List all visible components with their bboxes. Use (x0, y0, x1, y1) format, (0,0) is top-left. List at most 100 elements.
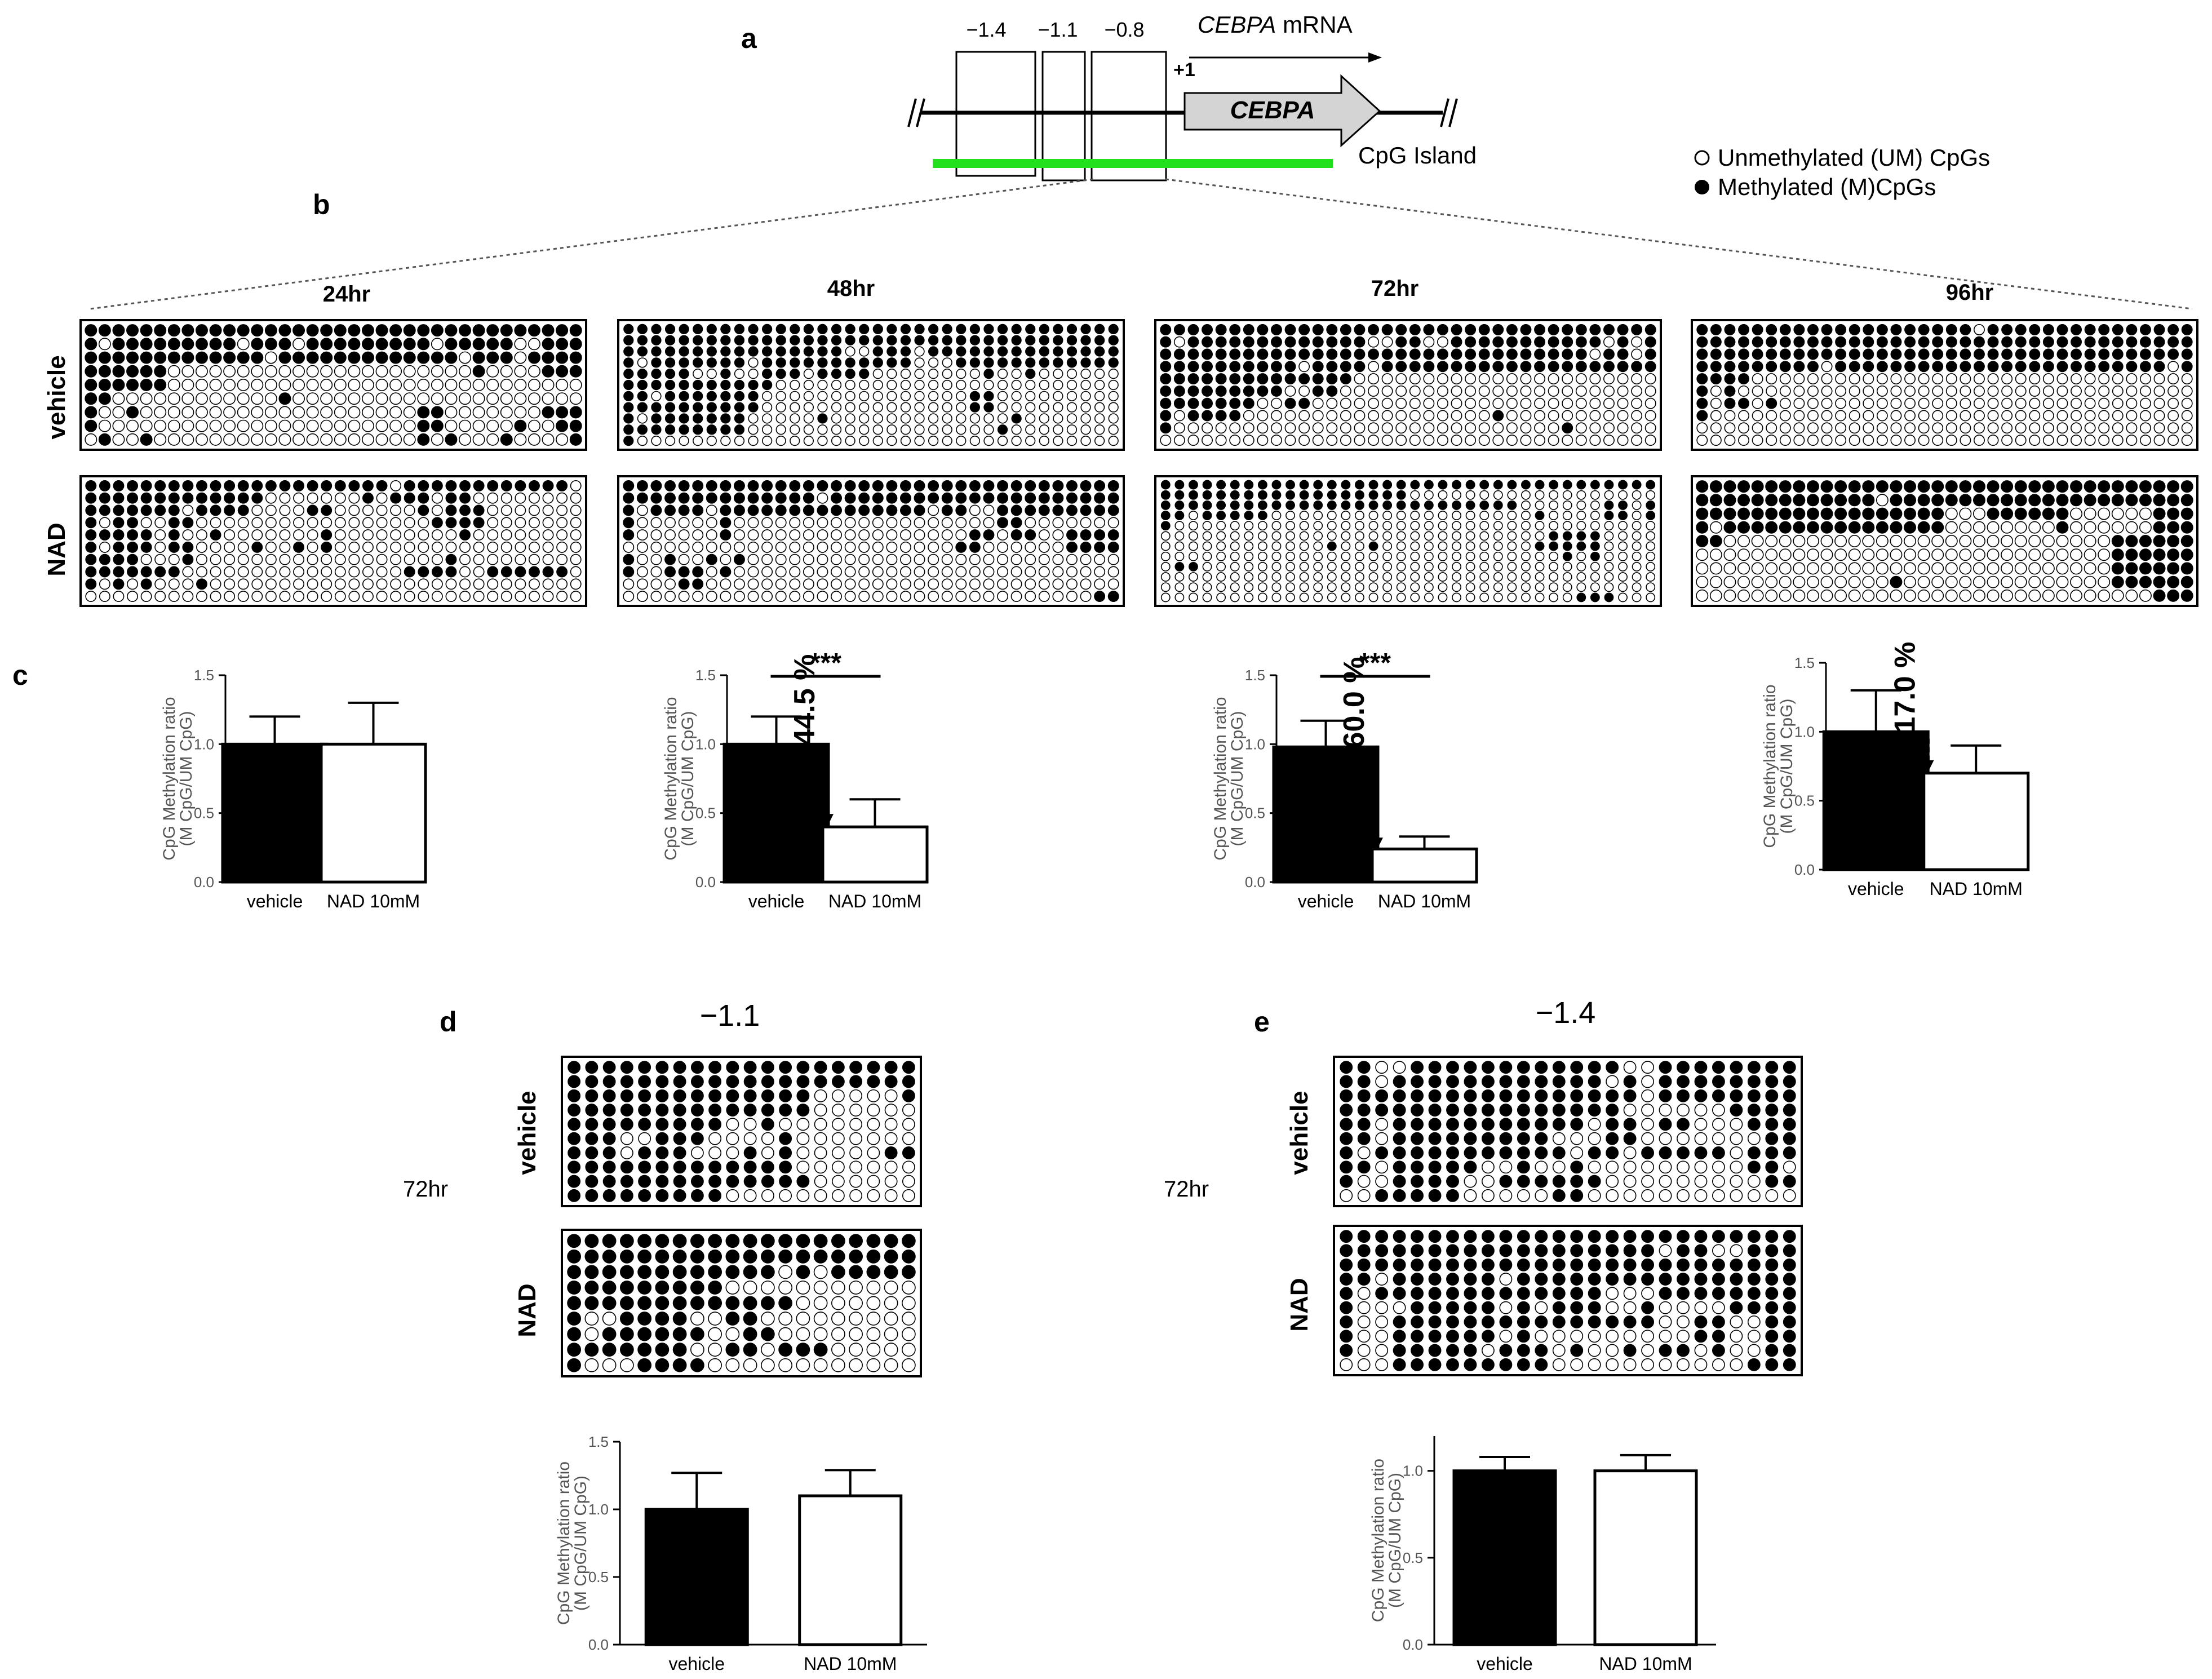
methylated-cpg (1326, 385, 1338, 397)
unmethylated-cpg (1025, 379, 1036, 391)
grid-e-nad (1333, 1225, 1803, 1376)
unmethylated-cpg (849, 1160, 863, 1174)
unmethylated-cpg (1493, 511, 1503, 521)
methylated-cpg (706, 391, 717, 401)
unmethylated-cpg (928, 517, 939, 529)
unmethylated-cpg (1960, 435, 1971, 446)
unmethylated-cpg (223, 406, 236, 419)
unmethylated-cpg (884, 1281, 898, 1295)
grid-dots (1340, 1061, 1796, 1202)
methylated-cpg (569, 365, 582, 378)
unmethylated-cpg (1202, 582, 1212, 592)
methylated-cpg (1355, 500, 1364, 510)
methylated-cpg (85, 365, 97, 378)
unmethylated-cpg (859, 402, 870, 413)
methylated-cpg (803, 480, 814, 491)
unmethylated-cpg (168, 578, 180, 590)
unmethylated-cpg (1393, 1061, 1406, 1074)
unmethylated-cpg (1641, 1344, 1655, 1357)
methylated-cpg (1464, 1230, 1477, 1243)
methylated-cpg (743, 1146, 757, 1159)
methylated-cpg (1562, 324, 1573, 335)
unmethylated-cpg (293, 553, 304, 565)
methylated-cpg (1438, 480, 1448, 490)
methylated-cpg (2167, 535, 2180, 547)
methylated-cpg (638, 1104, 651, 1117)
methylated-cpg (1094, 504, 1106, 516)
unmethylated-cpg (209, 406, 222, 419)
methylated-cpg (567, 1296, 581, 1310)
methylated-cpg (743, 1075, 757, 1088)
methylated-cpg (1917, 507, 1930, 520)
methylated-cpg (1766, 348, 1777, 360)
unmethylated-cpg (845, 413, 855, 424)
unmethylated-cpg (1174, 521, 1185, 531)
methylated-cpg (1010, 504, 1022, 516)
unmethylated-cpg (556, 553, 568, 565)
unmethylated-cpg (1493, 490, 1503, 500)
unmethylated-cpg (886, 529, 898, 541)
unmethylated-cpg (486, 379, 499, 391)
methylated-cpg (140, 379, 153, 391)
unmethylated-cpg (2015, 422, 2027, 434)
unmethylated-cpg (1465, 561, 1475, 572)
methylated-cpg (1834, 494, 1847, 507)
unmethylated-cpg (2084, 385, 2096, 397)
unmethylated-cpg (761, 578, 773, 590)
unmethylated-cpg (1341, 572, 1351, 582)
methylated-cpg (1548, 336, 1559, 348)
methylated-cpg (775, 357, 786, 368)
unmethylated-cpg (362, 553, 374, 565)
methylated-cpg (706, 553, 717, 565)
unmethylated-cpg (814, 1146, 827, 1159)
methylated-cpg (85, 566, 97, 578)
unmethylated-cpg (2042, 397, 2054, 409)
methylated-cpg (725, 1312, 740, 1326)
methylated-cpg (1446, 1160, 1459, 1174)
unmethylated-cpg (1959, 589, 1972, 602)
unmethylated-cpg (1284, 435, 1296, 446)
unmethylated-cpg (1326, 410, 1338, 422)
methylated-cpg (956, 335, 967, 345)
methylated-cpg (638, 1118, 651, 1131)
methylated-cpg (1918, 324, 1930, 335)
unmethylated-cpg (321, 492, 333, 504)
methylated-cpg (2167, 480, 2180, 493)
unmethylated-cpg (914, 591, 925, 603)
unmethylated-cpg (1053, 413, 1063, 424)
methylated-cpg (872, 480, 884, 491)
unmethylated-cpg (1257, 521, 1267, 531)
methylated-cpg (2014, 480, 2027, 493)
methylated-cpg (620, 1160, 633, 1174)
unmethylated-cpg (279, 492, 291, 504)
unmethylated-cpg (1552, 1344, 1566, 1357)
unmethylated-cpg (969, 379, 980, 391)
legend-unmethylated-label: Unmethylated (UM) CpGs (1718, 144, 1990, 171)
unmethylated-cpg (708, 1327, 722, 1341)
methylated-cpg (849, 1234, 863, 1248)
methylated-cpg (655, 1146, 669, 1159)
methylated-cpg (831, 504, 842, 516)
unmethylated-cpg (886, 566, 898, 578)
unmethylated-cpg (2098, 575, 2111, 588)
unmethylated-cpg (168, 553, 180, 565)
unmethylated-cpg (1271, 410, 1282, 422)
methylated-cpg (1783, 1061, 1796, 1074)
methylated-cpg (1730, 1089, 1743, 1102)
unmethylated-cpg (1357, 1358, 1371, 1371)
y-tick-label: 1.0 (1403, 1463, 1423, 1479)
unmethylated-cpg (941, 566, 953, 578)
methylated-cpg (1173, 324, 1185, 335)
methylated-cpg (1202, 480, 1212, 490)
methylated-cpg (209, 351, 222, 364)
methylated-cpg (1890, 494, 1903, 507)
methylated-cpg (1793, 494, 1806, 507)
methylated-cpg (1393, 1104, 1406, 1117)
unmethylated-cpg (775, 578, 787, 590)
methylated-cpg (1570, 1244, 1584, 1257)
methylated-cpg (1931, 494, 1944, 507)
methylated-cpg (1355, 480, 1364, 490)
methylated-cpg (928, 324, 939, 335)
y-axis-label-units: (M CpG/UM CpG) (177, 711, 196, 847)
unmethylated-cpg (223, 392, 236, 405)
